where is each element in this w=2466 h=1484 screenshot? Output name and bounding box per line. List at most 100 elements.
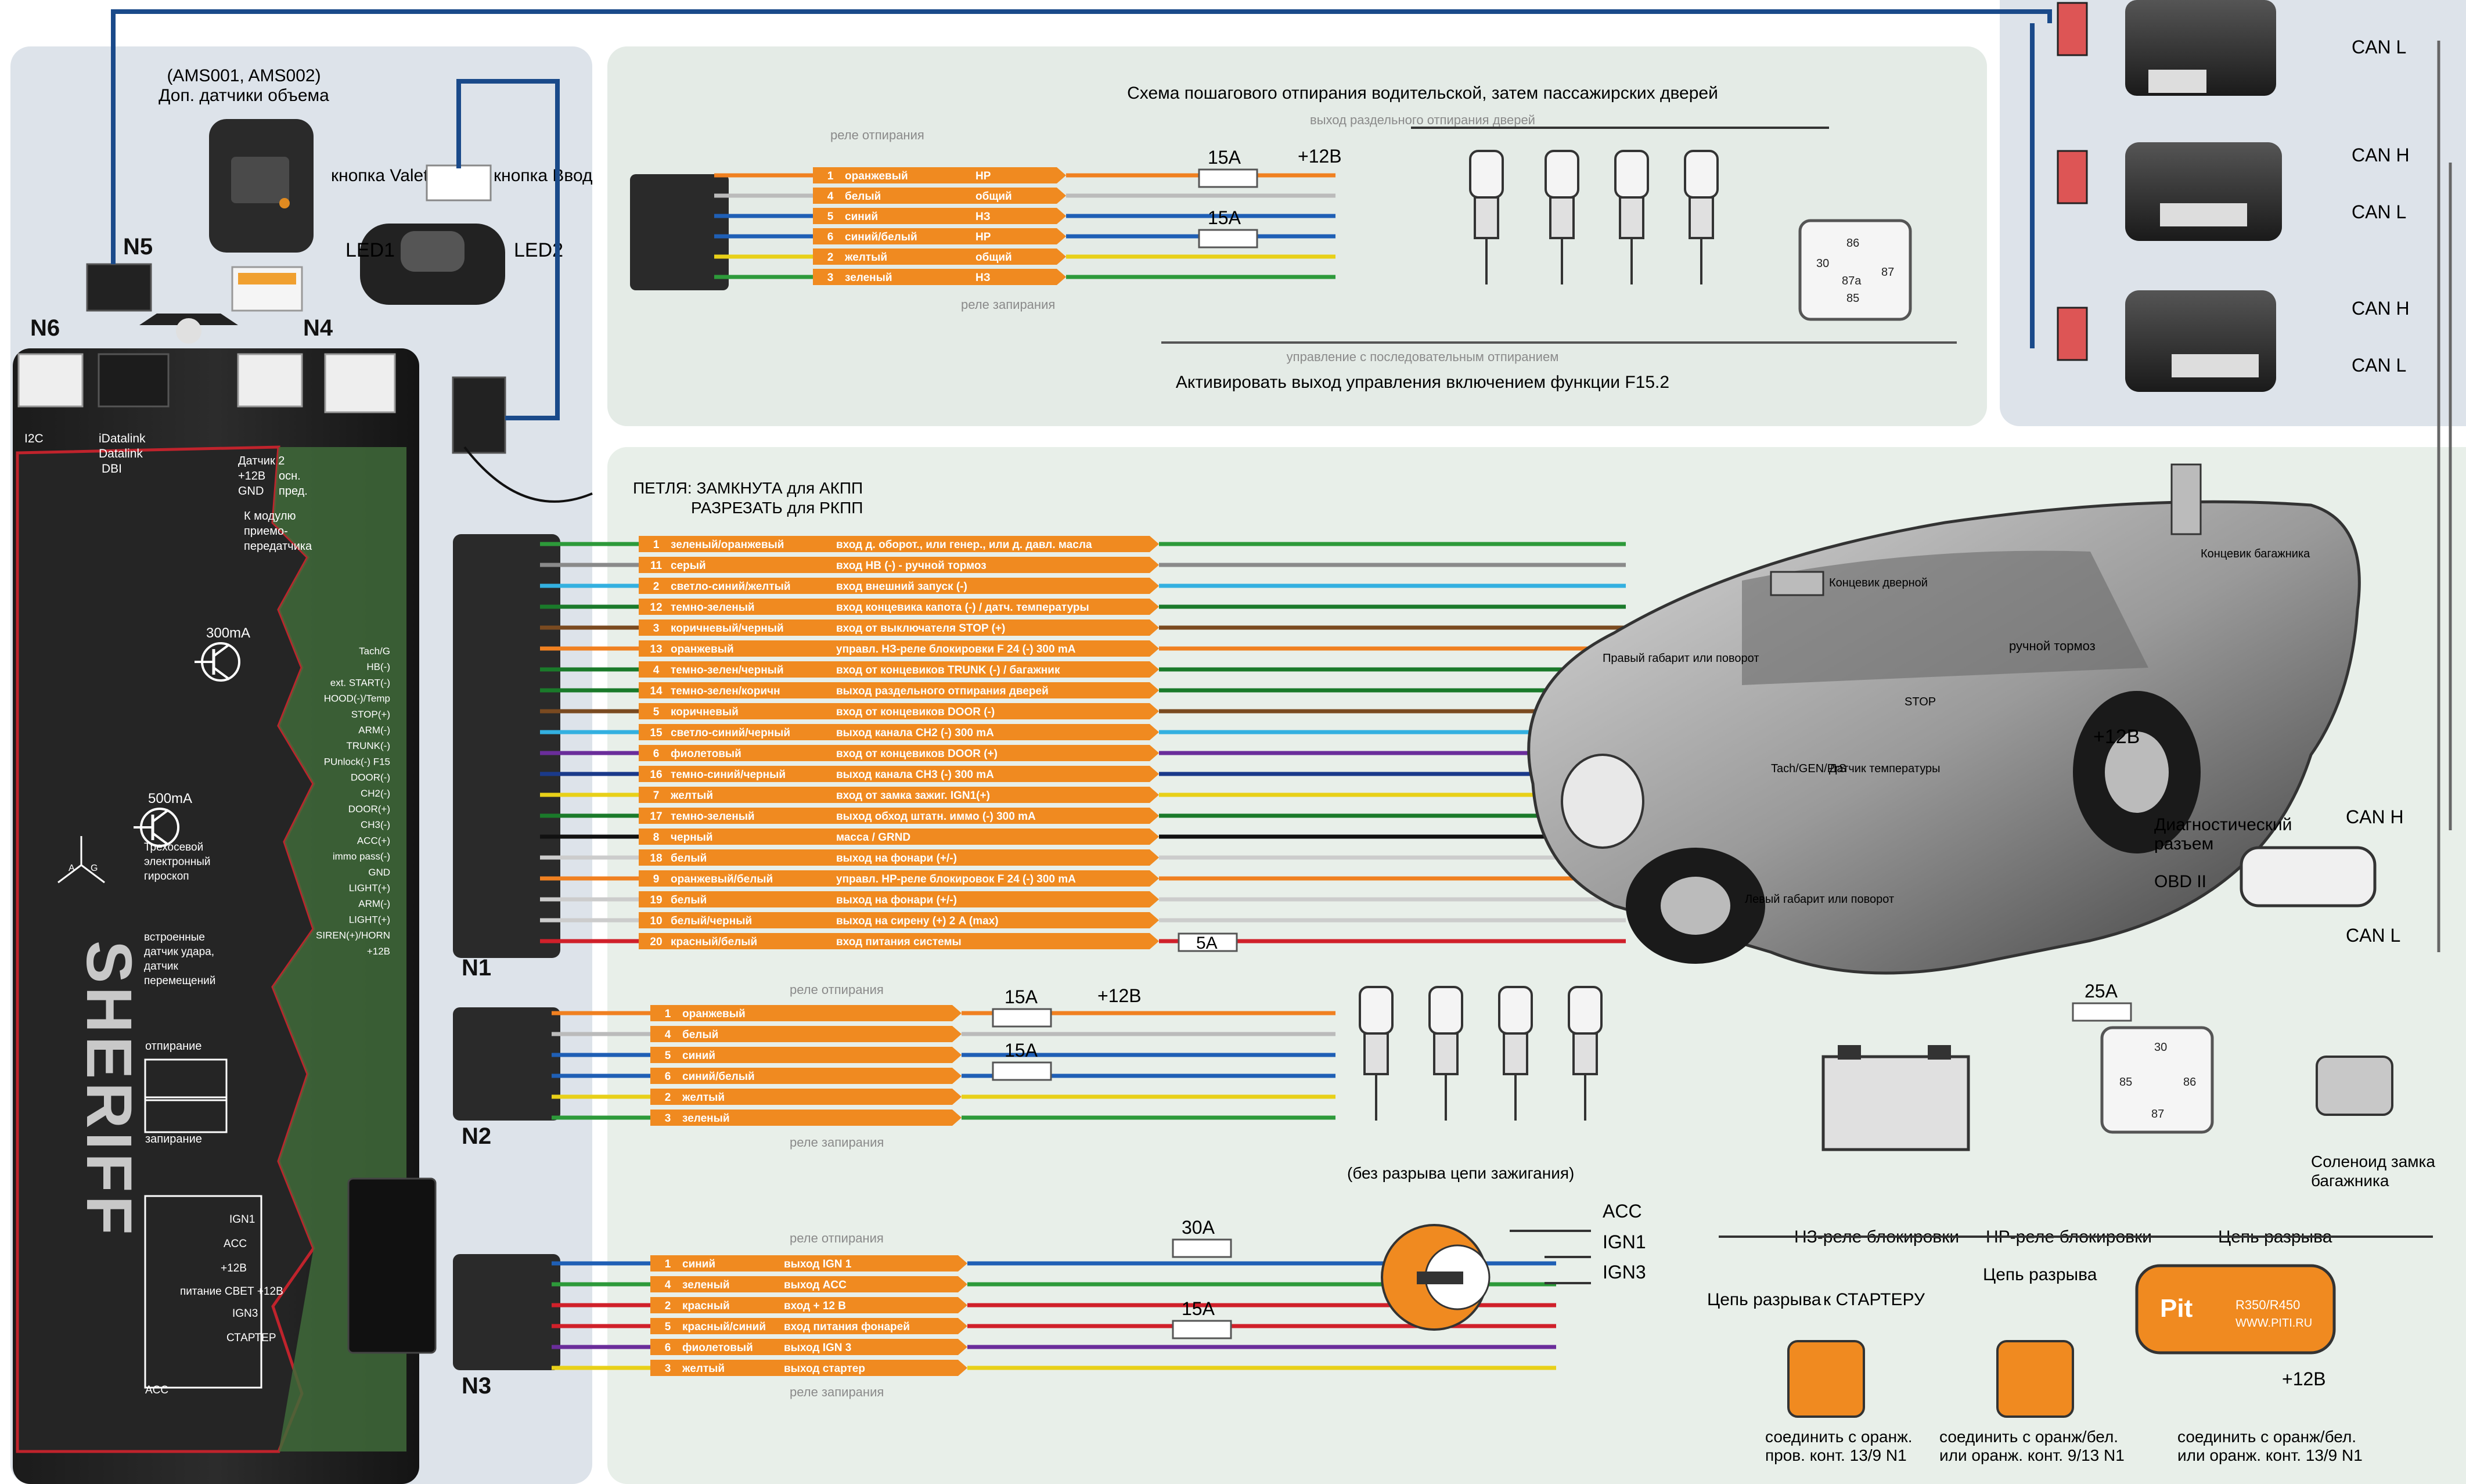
nz-conn-1: соединить с оранж. xyxy=(1765,1428,1913,1446)
top-row-tag xyxy=(813,248,1066,265)
top-row-pin: 3 xyxy=(827,272,834,284)
svg-text:15A: 15A xyxy=(1182,1298,1215,1319)
n1-row-func: масса / GRND xyxy=(836,831,910,844)
unit-ign-label: +12В xyxy=(221,1262,247,1274)
n2-relay-unlock: реле отпирания xyxy=(790,982,884,997)
n3-row-func: выход ACC xyxy=(784,1279,847,1291)
door-actuator-icon xyxy=(1614,150,1649,199)
door-actuator-body xyxy=(1689,196,1714,239)
n1-row-func: вход от концевиков TRUNK (-) / багажник xyxy=(836,664,1060,676)
valet-button-cap[interactable] xyxy=(401,231,465,272)
n2-fuse-2: 15A xyxy=(992,1040,1052,1081)
n1-row-func: управл. НЗ-реле блокировки F 24 (-) 300 … xyxy=(836,643,1076,655)
can-module-2 xyxy=(2057,142,2282,241)
n3-ign1: IGN1 xyxy=(1603,1231,1646,1252)
n1-row-pin: 20 xyxy=(650,936,662,948)
can-module-1 xyxy=(2057,0,2276,96)
builtin-1: встроенные xyxy=(144,931,205,943)
can2-l: CAN L xyxy=(2352,201,2406,222)
n2-row-tag xyxy=(650,1026,962,1042)
label-plus12-car: +12В xyxy=(2093,726,2140,748)
relay-pin-label: 30 xyxy=(2154,1041,2167,1054)
n1-row-color: зеленый/оранжевый xyxy=(671,539,784,551)
top-row-pin: 4 xyxy=(827,190,834,203)
unit-pin-label: ext. START(-) xyxy=(330,677,390,688)
n3-row-pin: 2 xyxy=(665,1300,671,1312)
top-row-color: синий/белый xyxy=(845,231,917,243)
valet-label: кнопка Valet xyxy=(331,166,429,185)
unit-pin-label: +12В xyxy=(367,946,390,957)
n6-socket xyxy=(17,353,84,408)
top-footer: Активировать выход управления включением… xyxy=(1176,373,1669,392)
transistor-300ma-icon: 300mA xyxy=(195,625,250,682)
top-fuse-1: 15A xyxy=(1198,147,1258,188)
led2-label: LED2 xyxy=(514,239,563,261)
n1-row-func: выход на фонари (+/-) xyxy=(836,894,957,906)
gyro-1: Трехосевой xyxy=(144,841,203,853)
button-line xyxy=(456,79,560,420)
n1-row-func: вход НВ (-) - ручной тормоз xyxy=(836,560,987,572)
svg-text:A: A xyxy=(69,863,75,873)
n1-row-tag xyxy=(639,933,1159,949)
n1-row-color: оранжевый/белый xyxy=(671,873,773,885)
label-stop: STOP xyxy=(1905,696,1936,708)
n3-row-tag xyxy=(650,1360,967,1376)
top-row-func: НР xyxy=(975,170,991,182)
gyro-3: гироскоп xyxy=(144,870,189,883)
car-labels: Концевик багажника Концевик дверной Прав… xyxy=(1603,548,2310,906)
label-module-2: приемо- xyxy=(244,525,288,538)
top-row-tag xyxy=(813,208,1066,224)
n1-row-tag xyxy=(639,870,1159,887)
n3-row-color: красный/синий xyxy=(682,1321,766,1333)
door-actuator-icon xyxy=(1545,150,1579,199)
n1-row-tag xyxy=(639,808,1159,824)
n1-row-color: темно-синий/черный xyxy=(671,769,786,781)
door-actuator-icon xyxy=(1359,986,1394,1035)
n3-row-func: вход питания фонарей xyxy=(784,1321,910,1333)
n1-row-func: управл. НР-реле блокировок F 24 (-) 300 … xyxy=(836,873,1076,885)
unit-pin-label: GND xyxy=(368,867,390,878)
label-door-switch: Концевик дверной xyxy=(1829,577,1928,589)
n2-row-color: белый xyxy=(682,1029,718,1041)
top-row-func: НР xyxy=(975,231,991,243)
n1-row-func: вход от замка зажиг. IGN1(+) xyxy=(836,790,990,802)
n1-row-tag xyxy=(639,745,1159,761)
unit-pin-label: ACC(+) xyxy=(357,835,390,846)
n2-row-color: желтый xyxy=(682,1092,725,1104)
n1-row-color: темно-зелен/коричн xyxy=(671,685,780,697)
n1-row-pin: 7 xyxy=(653,790,660,802)
n1-row-pin: 16 xyxy=(650,769,662,781)
n1-row-tag xyxy=(639,891,1159,907)
rf-socket xyxy=(324,353,396,413)
n2-plug xyxy=(453,1007,560,1121)
n1-row-color: белый xyxy=(671,852,707,865)
unit-pin-label: HOOD(-)/Temp xyxy=(324,693,390,704)
svg-text:25A: 25A xyxy=(2085,981,2118,1002)
top-title: Схема пошагового отпирания водительской,… xyxy=(1127,84,1718,103)
n1-plug xyxy=(453,534,560,958)
top-row-tag xyxy=(813,228,1066,244)
n1-row-color: белый xyxy=(671,894,707,906)
n3-row-tag xyxy=(650,1297,967,1313)
n3-socket xyxy=(347,1177,437,1354)
door-actuator-body xyxy=(1433,1032,1459,1075)
n1-row-tag xyxy=(639,661,1159,678)
n1-row-tag xyxy=(639,787,1159,803)
n1-row-color: темно-зелен/черный xyxy=(671,664,784,676)
label-sensor2-main: осн. xyxy=(279,470,301,482)
unit-pin-labels: Tach/GHB(-)ext. START(-)HOOD(-)/TempSTOP… xyxy=(316,646,390,957)
unit-pin-label: STOP(+) xyxy=(351,709,390,720)
label-sensor2: Датчик 2 xyxy=(238,455,285,467)
n2-row-pin: 6 xyxy=(665,1071,671,1083)
n1-row-pin: 14 xyxy=(650,685,663,697)
solenoid-icon xyxy=(2316,1056,2393,1116)
unit-pin-label: immo pass(-) xyxy=(333,851,390,862)
n1-row-tag xyxy=(639,724,1159,740)
label-tach: Tach/GEN/PrS xyxy=(1771,762,1846,775)
label-handbrake: ручной тормоз xyxy=(2009,639,2096,653)
svg-text:15A: 15A xyxy=(1208,207,1241,228)
unit-lock-relay-icon xyxy=(144,1096,228,1133)
n1-row-color: коричневый xyxy=(671,706,739,718)
door-actuator-icon xyxy=(1568,986,1603,1035)
